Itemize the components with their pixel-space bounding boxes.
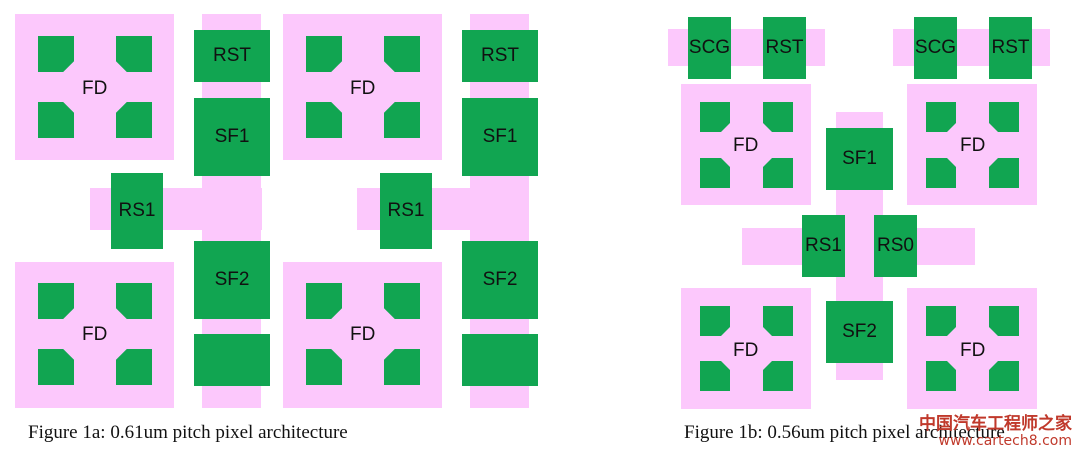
watermark-line2: www.cartech8.com	[938, 432, 1072, 449]
photodiode	[384, 283, 420, 319]
fd-label: FD	[350, 78, 376, 99]
rst-transistor: RST	[194, 30, 270, 82]
photodiode	[306, 283, 342, 319]
sf1-transistor: SF1	[826, 128, 893, 190]
photodiode	[700, 158, 730, 188]
watermark: 中国汽车工程师之家 www.cartech8.com	[919, 415, 1072, 449]
fd-label: FD	[350, 324, 376, 345]
scg-transistor: SCG	[688, 17, 731, 79]
photodiode	[306, 349, 342, 385]
rs1-transistor: RS1	[380, 173, 432, 249]
photodiode	[38, 349, 74, 385]
figure-1b-caption: Figure 1b: 0.56um pitch pixel architectu…	[684, 422, 1005, 443]
fd-label: FD	[960, 340, 986, 361]
photodiode	[763, 102, 793, 132]
scg-transistor: SCG	[914, 17, 957, 79]
photodiode	[700, 306, 730, 336]
sf1-transistor: SF1	[194, 98, 270, 176]
fd-label: FD	[82, 78, 108, 99]
photodiode	[763, 306, 793, 336]
photodiode	[989, 102, 1019, 132]
fd-label: FD	[960, 135, 986, 156]
photodiode	[116, 36, 152, 72]
sf2-transistor: SF2	[194, 241, 270, 319]
unlabeled-transistor	[194, 334, 270, 386]
photodiode	[384, 102, 420, 138]
rs0-transistor: RS0	[874, 215, 917, 277]
photodiode	[926, 306, 956, 336]
photodiode	[116, 283, 152, 319]
unlabeled-transistor	[462, 334, 538, 386]
photodiode	[926, 361, 956, 391]
fd-label: FD	[733, 340, 759, 361]
fd-label: FD	[82, 324, 108, 345]
photodiode	[384, 36, 420, 72]
rst-transistor: RST	[763, 17, 806, 79]
rs1-transistor: RS1	[111, 173, 163, 249]
photodiode	[116, 349, 152, 385]
sf2-transistor: SF2	[462, 241, 538, 319]
photodiode	[38, 283, 74, 319]
photodiode	[38, 36, 74, 72]
photodiode	[926, 102, 956, 132]
fd-label: FD	[733, 135, 759, 156]
photodiode	[763, 361, 793, 391]
rs1-transistor: RS1	[802, 215, 845, 277]
sf2-transistor: SF2	[826, 301, 893, 363]
photodiode	[38, 102, 74, 138]
pink-strip	[742, 228, 975, 265]
photodiode	[700, 361, 730, 391]
photodiode	[989, 306, 1019, 336]
photodiode	[763, 158, 793, 188]
figure-1a-caption: Figure 1a: 0.61um pitch pixel architectu…	[28, 422, 348, 443]
photodiode	[989, 158, 1019, 188]
photodiode	[989, 361, 1019, 391]
photodiode	[116, 102, 152, 138]
photodiode	[384, 349, 420, 385]
sf1-transistor: SF1	[462, 98, 538, 176]
photodiode	[306, 36, 342, 72]
photodiode	[926, 158, 956, 188]
photodiode	[700, 102, 730, 132]
rst-transistor: RST	[989, 17, 1032, 79]
rst-transistor: RST	[462, 30, 538, 82]
watermark-line1: 中国汽车工程师之家	[919, 413, 1072, 434]
photodiode	[306, 102, 342, 138]
